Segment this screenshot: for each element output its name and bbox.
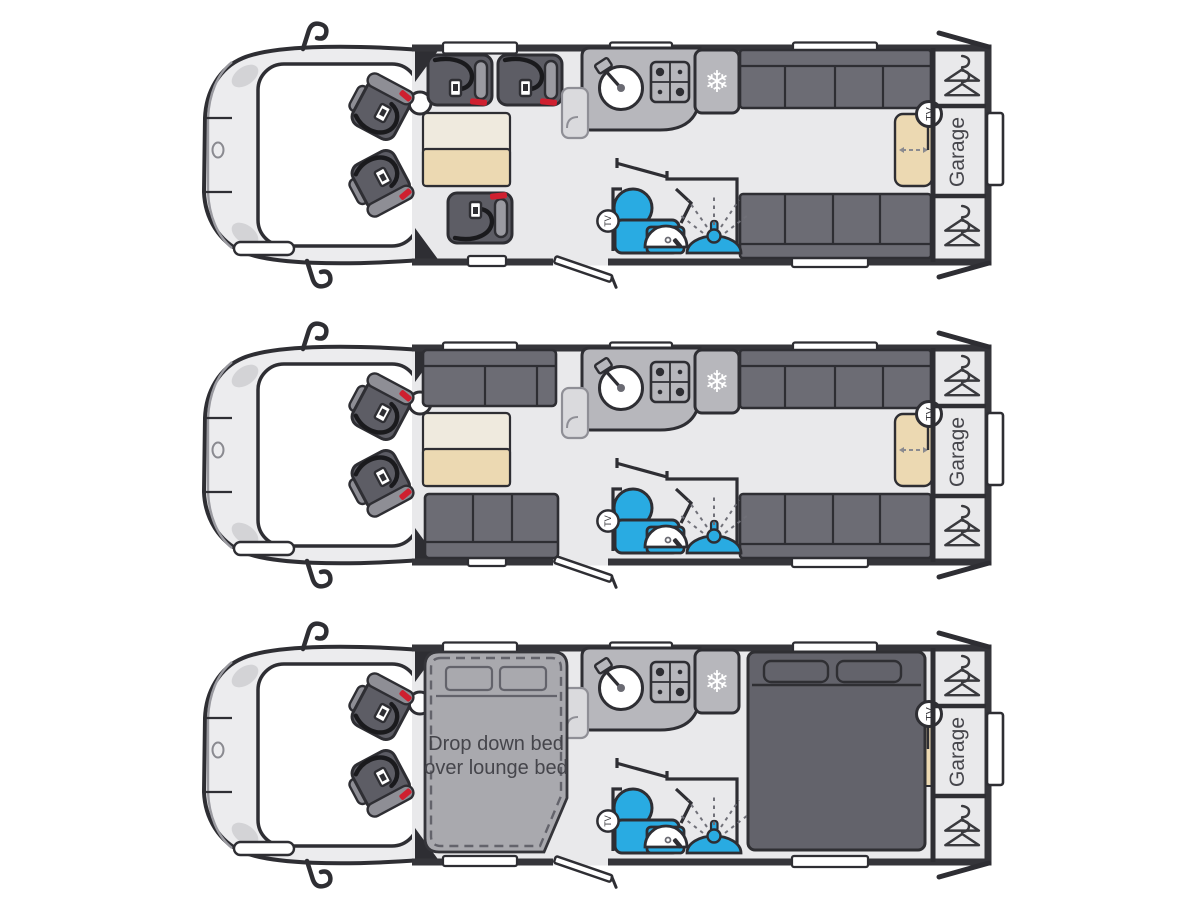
drop-down-bed-label-line1: Drop down bed (428, 733, 564, 755)
floorplan-travel-layout (0, 0, 1200, 300)
floorplan-svg-3: Drop down bed over lounge bed (0, 600, 1200, 900)
floorplan-lounge-layout (0, 300, 1200, 600)
window-bottom-front (441, 854, 519, 868)
lounge-sofa-top (421, 348, 558, 408)
pillow (762, 659, 830, 684)
rear-bed-mattress (746, 650, 927, 852)
front-lounge (421, 348, 560, 560)
floorplan-svg-1 (0, 0, 1200, 300)
floorplan-svg-2 (0, 300, 1200, 600)
drop-down-bed-label-line2: over lounge bed (424, 757, 567, 779)
pillow (498, 665, 548, 692)
drop-down-bed: Drop down bed over lounge bed (423, 650, 569, 854)
pillow (835, 659, 903, 684)
drop-down-bed-dashed-border (429, 656, 563, 848)
drop-down-bed-outline (423, 650, 569, 854)
rear-bed (746, 650, 943, 852)
pillow (444, 665, 494, 692)
floorplan-bed-layout: Drop down bed over lounge bed (0, 600, 1200, 900)
window-bottom-front (466, 254, 508, 268)
lounge-sofa-bottom (423, 492, 560, 560)
